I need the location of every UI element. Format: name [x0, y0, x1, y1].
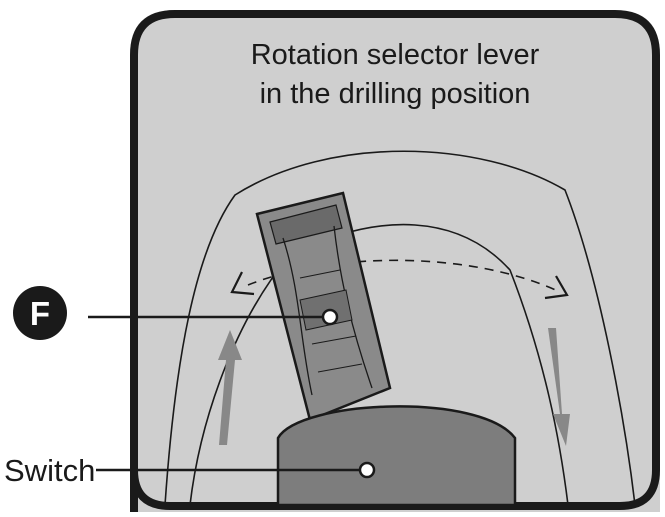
switch-trigger — [276, 405, 517, 507]
f-leader-dot — [321, 308, 339, 326]
housing-outline-inner — [189, 223, 569, 506]
down-arrow-icon — [548, 328, 570, 446]
housing-outline-outer — [164, 150, 636, 506]
switch-leader-dot — [358, 461, 376, 479]
rotation-arc-right-head — [544, 275, 569, 300]
caption-line-1: Rotation selector lever — [251, 39, 540, 71]
switch-label: Switch — [4, 453, 95, 488]
diagram-panel-border — [130, 10, 660, 512]
callout-switch: Switch — [4, 453, 376, 488]
callout-f: F — [13, 286, 339, 340]
f-marker-circle — [13, 286, 67, 340]
f-marker-label: F — [30, 295, 50, 332]
up-arrow-icon — [218, 330, 242, 445]
rotation-arc-left-head — [230, 271, 255, 296]
caption-line-2: in the drilling position — [260, 78, 531, 110]
rotation-selector-lever — [255, 191, 392, 422]
